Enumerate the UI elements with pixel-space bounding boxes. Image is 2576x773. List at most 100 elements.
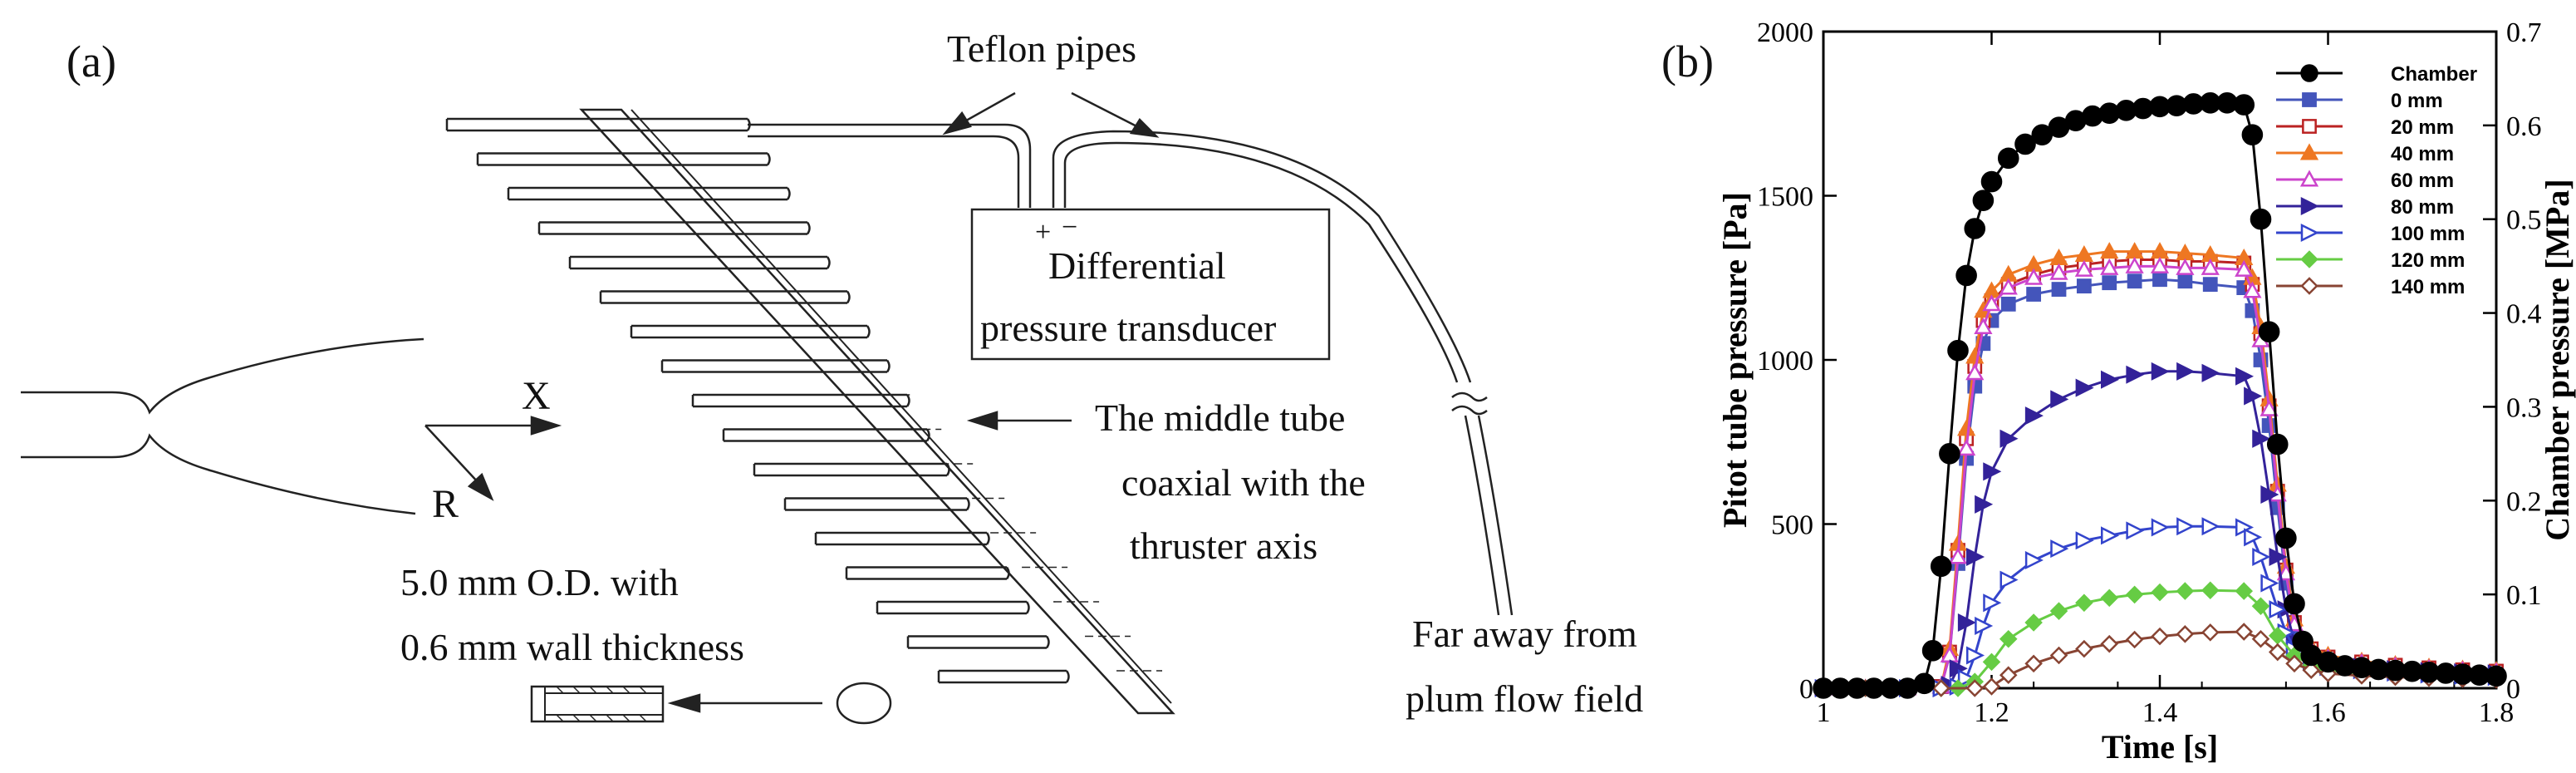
data-point <box>1975 616 1994 635</box>
panel-b-label: (b) <box>1661 37 1714 86</box>
schematic-panel: (a) X R + − Differential pressure transd… <box>21 27 1643 725</box>
data-point <box>1957 613 1976 633</box>
x-tick-label: 1.4 <box>2142 697 2178 728</box>
pitot-tube <box>660 359 891 373</box>
data-point <box>1921 640 1944 662</box>
legend-label: 0 mm <box>2391 90 2443 112</box>
tube-section-hatch <box>556 686 647 722</box>
y2-tick-label: 0.6 <box>2506 111 2542 142</box>
data-point <box>2101 526 2120 545</box>
middle-tube-label-line1: The middle tube <box>1095 396 1345 439</box>
data-point <box>2049 263 2068 280</box>
data-point <box>2233 94 2255 116</box>
pitot-tube <box>937 669 1070 684</box>
pitot-tube <box>722 428 930 442</box>
teflon-pipe-far <box>1464 415 1514 616</box>
data-point <box>2075 593 2093 613</box>
data-point <box>1930 555 1952 578</box>
pitot-tube <box>691 393 910 408</box>
data-point <box>2049 602 2068 620</box>
far-away-label-line1: Far away from <box>1412 613 1637 655</box>
pitot-tube <box>783 497 970 511</box>
data-point <box>1965 679 1985 697</box>
far-away-label-line2: plum flow field <box>1406 677 1643 720</box>
data-point <box>2125 585 2144 604</box>
data-point <box>2201 581 2220 600</box>
data-point <box>2241 124 2264 145</box>
pitot-tube <box>845 566 1010 580</box>
pitot-tube <box>568 255 831 270</box>
x-axis-title: Time [s] <box>2102 728 2218 766</box>
data-point <box>2049 646 2068 665</box>
data-point <box>2024 406 2044 426</box>
data-point <box>1948 547 1968 564</box>
teflon-arrow-right-head <box>1129 118 1160 138</box>
data-point <box>2177 273 2193 289</box>
data-point <box>2050 539 2069 559</box>
series-line <box>1823 258 2497 690</box>
data-point <box>2026 287 2042 302</box>
pipe-break-mark <box>1451 391 1488 416</box>
rake-body <box>579 108 1175 715</box>
data-point <box>2151 362 2170 381</box>
middle-tube-arrowhead <box>966 411 999 431</box>
data-point <box>1999 570 2019 589</box>
data-point <box>1972 190 1995 211</box>
data-point <box>2275 527 2297 549</box>
legend-swatch-marker <box>2300 196 2319 216</box>
data-point <box>2201 258 2220 275</box>
teflon-pipe-left <box>748 123 1032 208</box>
legend-label: 20 mm <box>2391 116 2454 139</box>
data-point <box>1974 317 1993 334</box>
data-point <box>1955 264 1977 287</box>
y2-tick-label: 0.4 <box>2506 299 2542 330</box>
y2-axis-title: Chamber pressure [MPa] <box>2539 179 2576 541</box>
legend-swatch-marker <box>2302 92 2317 107</box>
legend-label: 40 mm <box>2391 143 2454 165</box>
data-point <box>2244 386 2263 406</box>
middle-tube-label-line2: coaxial with the <box>1121 461 1366 504</box>
data-point <box>2201 363 2220 382</box>
data-point <box>2176 582 2195 600</box>
data-point <box>2266 433 2289 455</box>
data-point <box>2176 362 2196 381</box>
data-point <box>2151 518 2170 537</box>
data-point <box>2260 399 2279 416</box>
y-axis-title: Pitot tube pressure [Pa] <box>1716 192 1754 528</box>
pitot-tube <box>445 117 751 132</box>
data-point <box>2235 259 2254 277</box>
data-point <box>2100 588 2119 608</box>
data-point <box>2202 277 2218 293</box>
legend-label: 80 mm <box>2391 196 2454 219</box>
pitot-tube <box>876 600 1030 615</box>
series-chamber <box>1813 91 2507 699</box>
data-point <box>1999 666 2018 684</box>
data-point <box>2151 627 2169 646</box>
rake-body-inner <box>631 109 1172 704</box>
data-point <box>2075 639 2093 658</box>
data-point <box>2201 517 2220 536</box>
data-point <box>1931 679 1950 697</box>
data-point <box>2014 133 2036 155</box>
panel-a-label: (a) <box>66 37 116 86</box>
legend-label: 60 mm <box>2391 170 2454 192</box>
data-point <box>2235 367 2255 386</box>
data-point <box>2235 623 2254 641</box>
data-point <box>2102 275 2117 291</box>
data-point <box>1966 646 1985 665</box>
legend-swatch-marker <box>2300 64 2318 82</box>
nozzle-upper-contour <box>21 337 424 415</box>
data-point <box>2100 242 2119 259</box>
od-label-line2: 0.6 mm wall thickness <box>400 626 744 668</box>
tube-cross-section <box>530 685 665 723</box>
data-point <box>2260 485 2279 504</box>
data-point <box>2074 259 2093 277</box>
legend-swatch-marker <box>2300 250 2318 268</box>
y-tick-label: 1000 <box>1757 346 1813 377</box>
data-point <box>1999 629 2018 648</box>
od-detail-arrowhead <box>667 693 701 713</box>
data-point <box>2284 593 2305 615</box>
